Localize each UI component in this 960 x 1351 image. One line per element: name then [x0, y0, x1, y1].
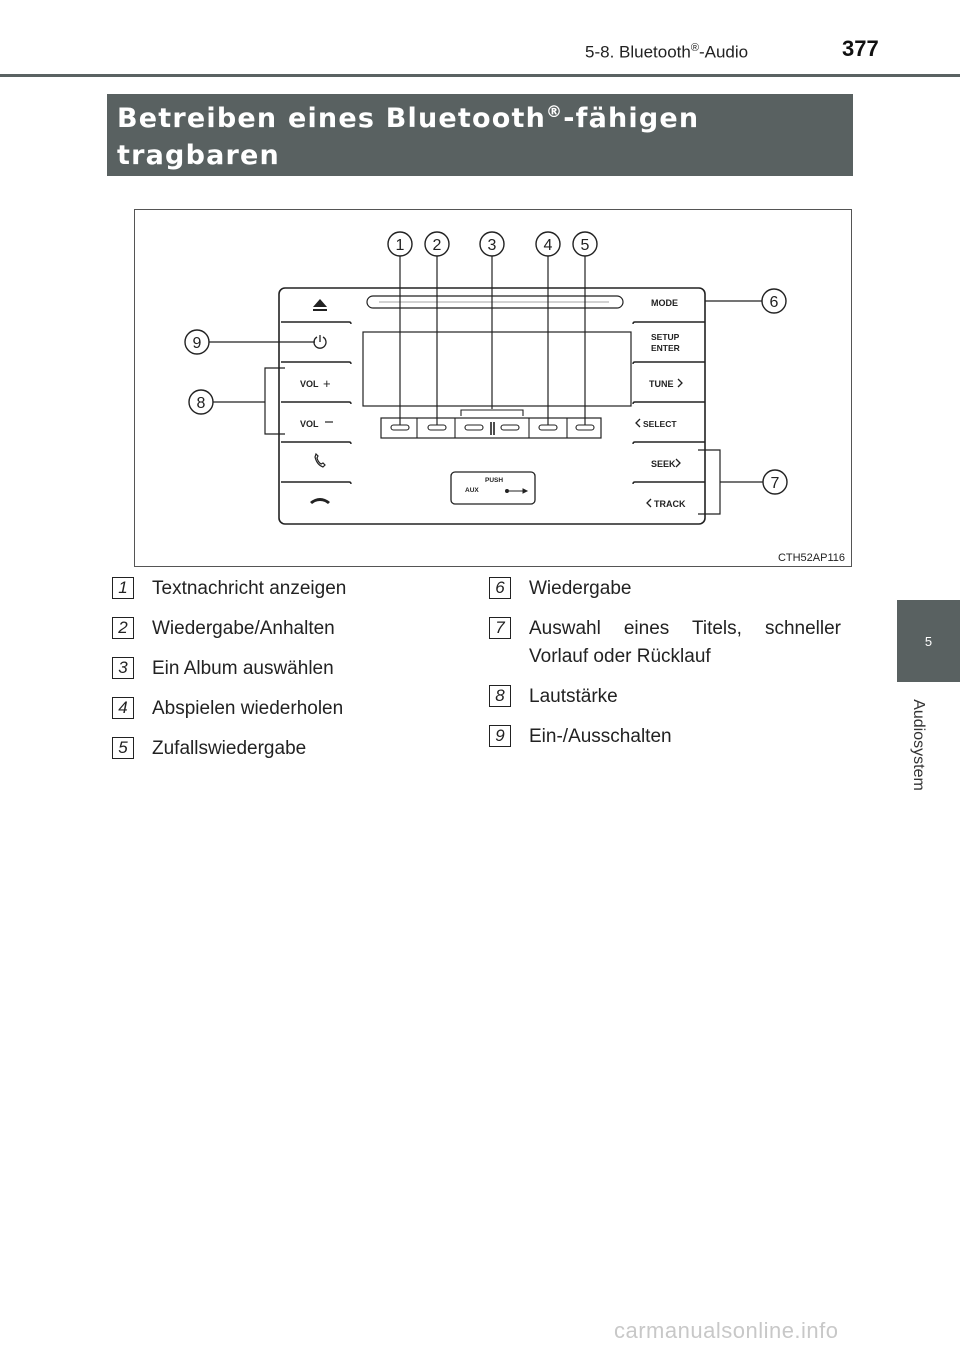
legend-text: Lautstärke [529, 686, 618, 707]
figure-code: CTH52AP116 [777, 552, 845, 564]
registered-mark: ® [690, 42, 699, 54]
title-registered-mark: ® [546, 102, 564, 121]
eject-icon [313, 299, 327, 311]
title-line-1: Betreiben eines Bluetooth®-fähigen tragb… [117, 100, 843, 174]
push-label: PUSH [485, 477, 503, 484]
chevron-right-icon [675, 458, 681, 468]
enter-label: ENTER [651, 343, 680, 353]
track-label: TRACK [654, 499, 686, 509]
chevron-right-icon [677, 378, 683, 388]
legend-left-column: 1 Textnachricht anzeigen 2 Wiedergabe/An… [112, 575, 462, 775]
title-suffix: -fähigen tragbaren [117, 103, 700, 171]
legend-item: 2 Wiedergabe/Anhalten [112, 615, 462, 643]
chapter-number: 5 [924, 633, 933, 649]
legend-text: Ein-/Ausschalten [529, 726, 672, 747]
section-header: 5-8. Bluetooth®-Audio [585, 42, 748, 63]
setup-label: SETUP [651, 332, 680, 342]
hang-up-icon [310, 498, 330, 504]
section-prefix: 5-8. Bluetooth [585, 42, 691, 62]
legend-number: 3 [112, 657, 134, 679]
callout-4: 4 [544, 237, 553, 254]
legend-text: Ein Album auswählen [152, 658, 334, 679]
legend-item: 8 Lautstärke [489, 683, 841, 711]
vol-plus-label: VOL [300, 379, 319, 389]
display-screen [362, 331, 632, 407]
legend-number: 9 [489, 725, 511, 747]
section-suffix: -Audio [698, 42, 749, 62]
plus-icon: + [323, 376, 331, 391]
legend-number: 6 [489, 577, 511, 599]
legend-item: 7 Auswahl eines Titels, schneller Vorlau… [489, 615, 841, 671]
callout-5: 5 [581, 237, 590, 254]
seek-label: SEEK [651, 459, 676, 469]
callout-3: 3 [488, 237, 497, 254]
callout-9: 9 [193, 335, 202, 352]
legend-right-column: 6 Wiedergabe 7 Auswahl eines Titels, sch… [489, 575, 841, 763]
callout-1: 1 [396, 237, 405, 254]
usb-icon [505, 488, 529, 494]
page-number: 377 [842, 36, 879, 61]
legend-text: Wiedergabe [529, 578, 632, 599]
mode-button-label: MODE [651, 298, 678, 308]
legend-text: Wiedergabe/Anhalten [152, 618, 335, 639]
legend-number: 2 [112, 617, 134, 639]
legend-text: Textnachricht anzeigen [152, 578, 347, 599]
audio-unit-diagram: VOL + VOL MODE SETUP ENTER TUNE SELECT S… [184, 231, 788, 525]
legend-number: 4 [112, 697, 134, 719]
legend-number: 5 [112, 737, 134, 759]
vol-minus-label: VOL [300, 419, 319, 429]
callout-7: 7 [771, 475, 780, 492]
legend-text: Zufallswiedergabe [152, 738, 307, 759]
callout-8: 8 [197, 395, 206, 412]
legend-text: Abspielen wiederholen [152, 698, 344, 719]
select-label: SELECT [643, 419, 677, 429]
callout-6: 6 [770, 294, 779, 311]
aux-usb-port [450, 471, 536, 505]
legend-text: Auswahl eines Titels, schneller Vorlauf … [529, 618, 841, 667]
cd-slot [366, 295, 624, 309]
title-line-2: Players [117, 177, 238, 208]
phone-icon [314, 452, 326, 468]
chevron-left-icon [635, 418, 641, 428]
watermark: carmanualsonline.info [614, 1318, 839, 1343]
chapter-label: Audiosystem [910, 699, 927, 791]
power-icon [313, 335, 327, 349]
legend-item: 9 Ein-/Ausschalten [489, 723, 841, 751]
preset-button-row [380, 417, 602, 439]
legend-item: 4 Abspielen wiederholen [112, 695, 462, 723]
chapter-tab[interactable]: 5 [897, 600, 960, 682]
chevron-left-icon [646, 498, 652, 508]
callout-2: 2 [433, 237, 442, 254]
title-prefix: Betreiben eines Bluetooth [117, 103, 547, 134]
legend-number: 7 [489, 617, 511, 639]
left-button-1 [281, 321, 352, 325]
legend-item: 1 Textnachricht anzeigen [112, 575, 462, 603]
legend-item: 5 Zufallswiedergabe [112, 735, 462, 763]
legend-item: 3 Ein Album auswählen [112, 655, 462, 683]
page-title: Betreiben eines Bluetooth®-fähigen tragb… [107, 94, 853, 208]
legend-item: 6 Wiedergabe [489, 575, 841, 603]
tune-label: TUNE [649, 379, 674, 389]
legend-number: 8 [489, 685, 511, 707]
audio-unit-figure: VOL + VOL MODE SETUP ENTER TUNE SELECT S… [134, 209, 852, 567]
aux-label: AUX [465, 487, 479, 494]
legend-number: 1 [112, 577, 134, 599]
header-divider [0, 74, 960, 77]
